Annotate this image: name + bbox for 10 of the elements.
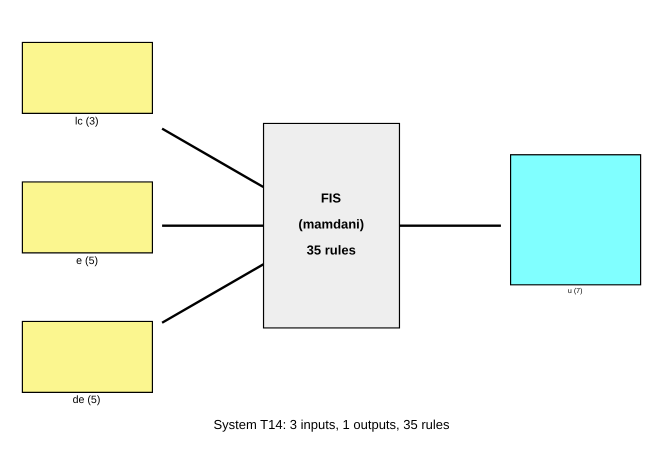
node-label: de (5) bbox=[72, 394, 100, 406]
node-label: e (5) bbox=[76, 254, 98, 267]
connector bbox=[162, 224, 264, 227]
node-label: lc (3) bbox=[74, 115, 99, 128]
node-label: u (7) bbox=[568, 286, 582, 295]
connector bbox=[162, 263, 264, 324]
connector bbox=[400, 224, 501, 227]
caption: System T14: 3 inputs, 1 outputs, 35 rules bbox=[213, 416, 450, 432]
node-box: FIS (mamdani) 35 rules bbox=[262, 122, 400, 329]
connector bbox=[162, 128, 264, 188]
